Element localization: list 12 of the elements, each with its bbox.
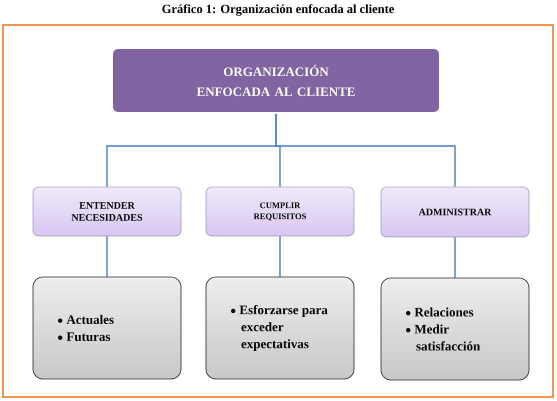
connector-line [454,237,456,278]
connector-line [275,114,456,187]
bullet-list-box: Actuales Futuras [32,276,182,380]
root-box: ORGANIZACIÓN ENFOCADA AL CLIENTE [111,47,441,114]
chart-title: Gráfico 1: Organización enfocada al cliente [162,4,394,16]
category-box: CUMPLIR REQUISITOS [206,186,354,236]
bullet-list-box: Relaciones Medir satisfacción [380,278,530,380]
bullet-list-box: Esforzarse para exceder expectativas [206,276,354,380]
category-box: ENTENDER NECESIDADES [32,186,182,236]
connector-line [279,236,281,277]
connector-line [106,236,108,277]
category-box: ADMINISTRAR [380,186,530,238]
